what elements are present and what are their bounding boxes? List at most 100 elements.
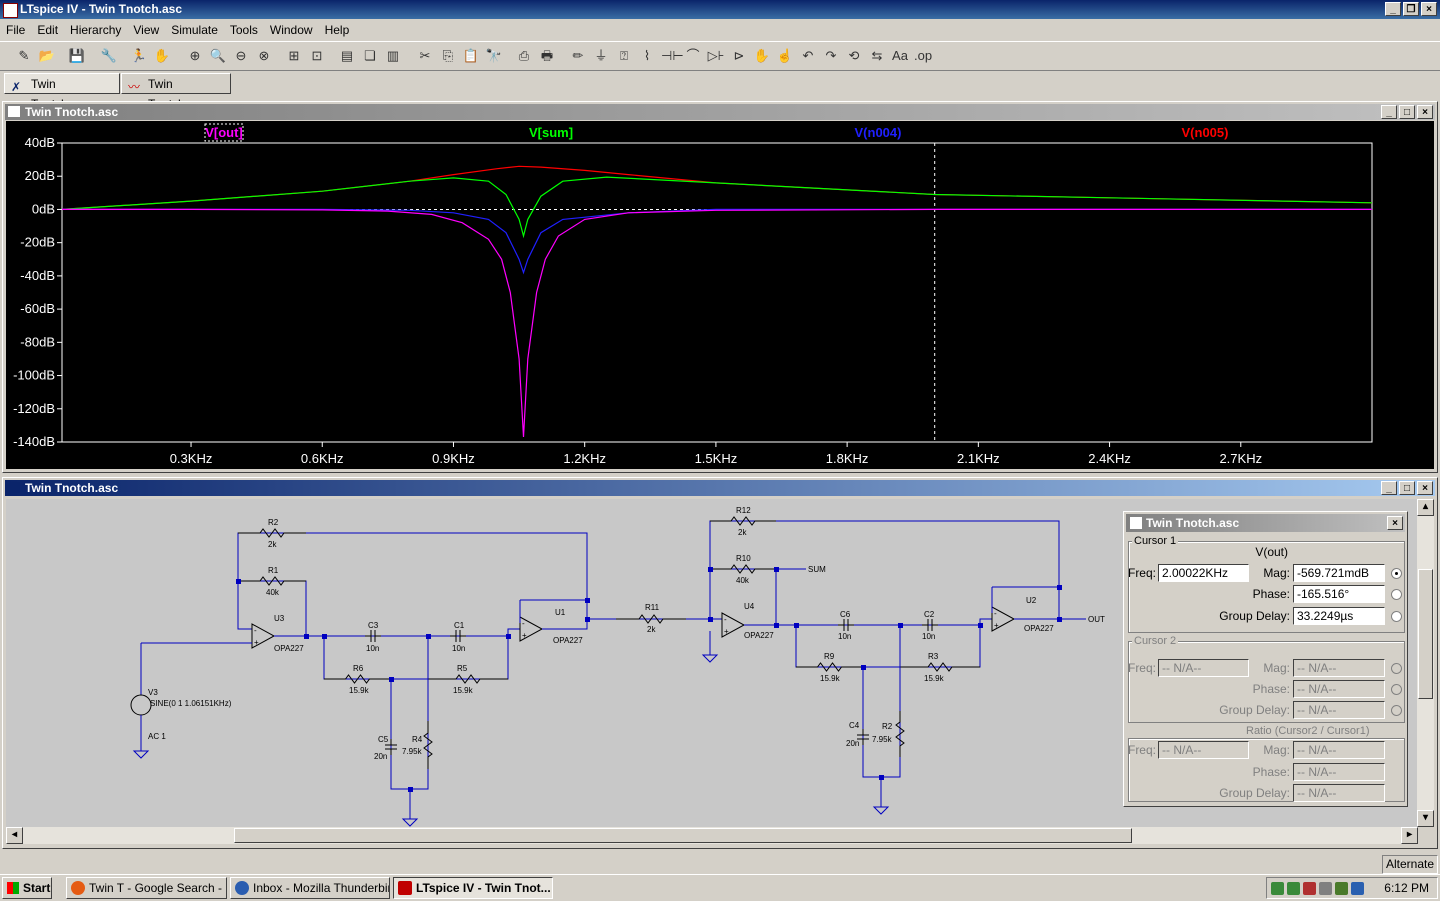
- move-icon[interactable]: ✋: [753, 48, 771, 63]
- resistor-r12[interactable]: [710, 516, 776, 526]
- cursor2-mag-radio[interactable]: [1391, 663, 1402, 674]
- redo-icon[interactable]: ↷: [825, 48, 837, 63]
- inductor-icon[interactable]: ⌒: [686, 48, 700, 63]
- network-icon[interactable]: [1271, 882, 1284, 895]
- vertical-scroll-thumb[interactable]: [1418, 569, 1433, 699]
- scroll-down-button[interactable]: ▾: [1417, 810, 1434, 827]
- close-button[interactable]: ×: [1417, 105, 1433, 119]
- opamp-u2[interactable]: [991, 606, 1016, 632]
- capacitor-icon[interactable]: ⊣⊢: [661, 48, 684, 63]
- resistor-r4[interactable]: [423, 721, 433, 769]
- wire-icon[interactable]: ✏: [572, 48, 584, 63]
- diode-icon[interactable]: ▷⊦: [707, 48, 725, 63]
- menu-edit[interactable]: Edit: [37, 23, 59, 37]
- resistor-r3[interactable]: [900, 662, 980, 672]
- menu-hierarchy[interactable]: Hierarchy: [70, 23, 122, 37]
- task-thunderbird[interactable]: Inbox - Mozilla Thunderbird: [230, 877, 390, 899]
- cursor2-group-delay-radio[interactable]: [1391, 705, 1402, 716]
- save-icon[interactable]: 💾: [68, 48, 86, 63]
- run-icon[interactable]: 🏃: [130, 48, 148, 63]
- bluetooth-icon[interactable]: [1351, 882, 1364, 895]
- tile-vertical-icon[interactable]: ▥: [386, 48, 400, 63]
- open-icon[interactable]: 📂: [38, 48, 56, 63]
- wire[interactable]: [390, 679, 410, 790]
- print-icon[interactable]: 🖶: [540, 48, 554, 63]
- wire[interactable]: [410, 636, 429, 790]
- capacitor-c1[interactable]: [450, 630, 466, 642]
- capacitor-c4[interactable]: [857, 729, 869, 745]
- new-schematic-icon[interactable]: ✎: [18, 48, 30, 63]
- menu-window[interactable]: Window: [269, 23, 313, 37]
- zoom-cancel-icon[interactable]: ⊗: [258, 48, 270, 63]
- security-icon[interactable]: [1335, 882, 1348, 895]
- restore-button[interactable]: ❐: [1403, 2, 1419, 16]
- menu-tools[interactable]: Tools: [229, 23, 258, 37]
- minimize-button[interactable]: _: [1381, 105, 1397, 119]
- autorange-icon[interactable]: ⊞: [288, 48, 300, 63]
- grid-icon[interactable]: ⊡: [311, 48, 323, 63]
- horizontal-scrollbar[interactable]: ◂ ▸: [6, 827, 1418, 844]
- voltage-source-v3[interactable]: [130, 694, 152, 716]
- cursor1-mag-field[interactable]: -569.721mdB: [1293, 564, 1385, 582]
- close-button[interactable]: ×: [1387, 516, 1403, 530]
- zoom-pan-icon[interactable]: 🔍: [209, 48, 227, 63]
- scroll-up-button[interactable]: ▴: [1417, 499, 1434, 516]
- start-button[interactable]: Start: [2, 877, 52, 899]
- tab-schematic[interactable]: ✗ Twin Tnotch.asc: [4, 73, 120, 111]
- cursor1-group-delay-radio[interactable]: [1391, 611, 1402, 622]
- capacitor-c3[interactable]: [365, 630, 381, 642]
- minimize-button[interactable]: _: [1381, 481, 1397, 495]
- close-button[interactable]: ×: [1421, 2, 1437, 16]
- minimize-button[interactable]: _: [1385, 2, 1401, 16]
- zoom-in-icon[interactable]: ⊕: [189, 48, 201, 63]
- wire[interactable]: [709, 520, 1060, 587]
- component-icon[interactable]: ⊳: [733, 48, 745, 63]
- resistor-r9[interactable]: [796, 662, 863, 672]
- volume-icon[interactable]: [1319, 882, 1332, 895]
- wire[interactable]: [862, 667, 881, 778]
- print-preview-icon[interactable]: ⎙: [518, 48, 530, 63]
- resistor-r1[interactable]: [238, 576, 306, 586]
- resistor-r2b[interactable]: [895, 711, 905, 757]
- opamp-u3[interactable]: [251, 623, 276, 649]
- cascade-icon[interactable]: ❏: [364, 48, 376, 63]
- wire[interactable]: [881, 625, 901, 778]
- update-icon[interactable]: [1287, 882, 1300, 895]
- ground-icon[interactable]: ⏚: [594, 48, 608, 63]
- menu-help[interactable]: Help: [324, 23, 350, 37]
- label-icon[interactable]: ⍰: [620, 48, 628, 63]
- tab-waveform[interactable]: 〰 Twin Tnotch.asc: [121, 73, 231, 111]
- ground-icon[interactable]: [701, 647, 719, 663]
- resistor-r10[interactable]: [710, 564, 776, 574]
- cursor1-phase-radio[interactable]: [1391, 589, 1402, 600]
- maximize-button[interactable]: □: [1399, 481, 1415, 495]
- scroll-left-button[interactable]: ◂: [6, 827, 23, 844]
- wire[interactable]: [237, 581, 252, 630]
- resistor-r5[interactable]: [428, 674, 508, 684]
- resistor-r6[interactable]: [324, 674, 391, 684]
- zoom-out-icon[interactable]: ⊖: [235, 48, 247, 63]
- text-icon[interactable]: Aa: [892, 48, 908, 63]
- resistor-icon[interactable]: ⌇: [643, 48, 651, 63]
- menu-file[interactable]: File: [6, 23, 26, 37]
- cursor1-group-delay-field[interactable]: 33.2249µs: [1293, 607, 1385, 625]
- ground-icon[interactable]: [401, 811, 419, 827]
- menu-view[interactable]: View: [133, 23, 160, 37]
- wire[interactable]: [323, 636, 509, 680]
- rotate-icon[interactable]: ⟲: [848, 48, 860, 63]
- cursor1-mag-radio[interactable]: [1391, 568, 1402, 579]
- cursor2-phase-radio[interactable]: [1391, 684, 1402, 695]
- opamp-u4[interactable]: [721, 612, 746, 638]
- find-icon[interactable]: 🔭: [485, 48, 503, 63]
- vertical-scrollbar[interactable]: ▴ ▾: [1417, 499, 1434, 827]
- capacitor-c2[interactable]: [922, 619, 938, 631]
- cursor1-freq-field[interactable]: 2.00022KHz: [1158, 564, 1249, 582]
- horizontal-scroll-thumb[interactable]: [234, 828, 1132, 843]
- spice-directive-icon[interactable]: .op: [914, 48, 933, 63]
- cut-icon[interactable]: ✂: [419, 48, 431, 63]
- drag-icon[interactable]: ☝: [776, 48, 794, 63]
- capacitor-c5[interactable]: [385, 739, 397, 755]
- task-firefox[interactable]: Twin T - Google Search - ...: [66, 877, 227, 899]
- maximize-button[interactable]: □: [1399, 105, 1415, 119]
- paste-icon[interactable]: 📋: [462, 48, 480, 63]
